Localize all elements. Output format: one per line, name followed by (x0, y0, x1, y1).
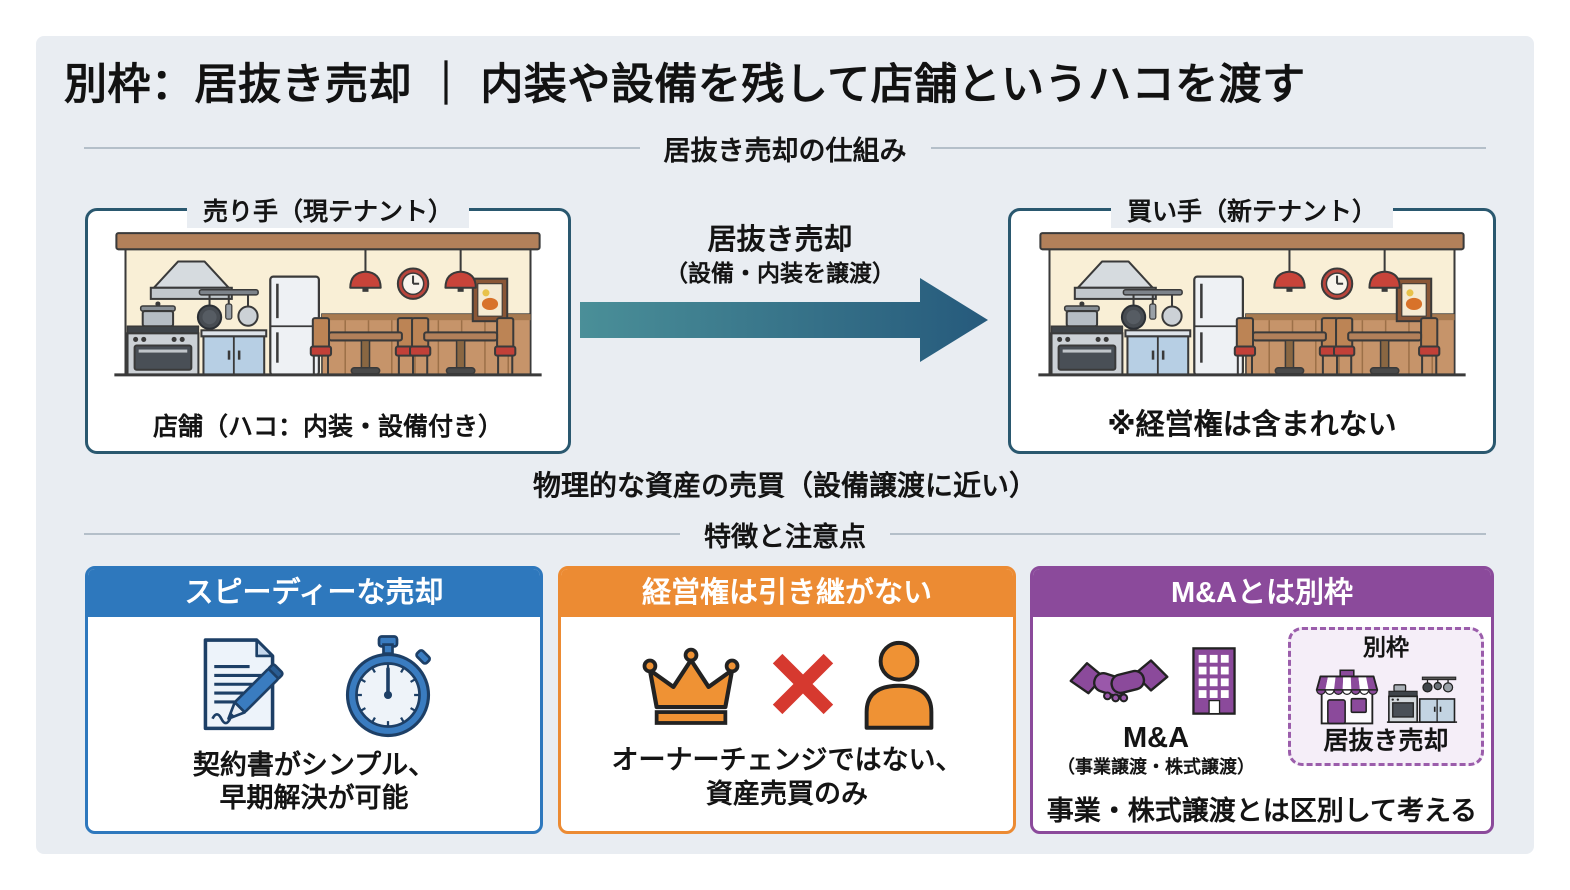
section-divider-features: 特徴と注意点 (84, 516, 1486, 552)
arrow-label: 居抜き売却 (707, 224, 853, 256)
inuki-dashed-box: 別枠 (1288, 627, 1484, 767)
buyer-box: 買い手（新テナント） ※経営権は含まれない (1008, 192, 1496, 454)
divider-line (930, 147, 1486, 149)
card-separate-from-ma: M&Aとは別枠 (1030, 566, 1494, 834)
ma-label: M&A (1122, 722, 1190, 754)
card-speedy-line2: 早期解決が可能 (219, 783, 409, 814)
card-noright-line1: オーナーチェンジではない、 (611, 745, 963, 775)
card-noright-header: 経営権は引き継がない (561, 569, 1013, 617)
card-notma-header: M&Aとは別枠 (1033, 569, 1491, 617)
buyer-box-title: 買い手（新テナント） (1110, 192, 1394, 228)
section-divider-mechanism: 居抜き売却の仕組み (84, 130, 1486, 166)
person-icon (864, 640, 934, 730)
card-speedy-body: 契約書がシンプル、 早期解決が可能 (88, 617, 540, 831)
card-notma-body: M&A （事業譲渡・株式譲渡） 別枠 (1033, 617, 1491, 831)
contract-document-icon (203, 638, 284, 730)
mechanism-footnote: 物理的な資産の売買（設備譲渡に近い） (532, 470, 1037, 501)
mechanism-heading: 居抜き売却の仕組み (663, 135, 907, 166)
card-speedy-line1: 契約書がシンプル、 (192, 749, 436, 780)
right-arrow-icon (580, 278, 988, 362)
crown-icon (642, 647, 740, 725)
panel-background: 別枠：居抜き売却 ｜ 内装や設備を残して店舗というハコを渡す 居抜き売却の仕組み… (36, 36, 1534, 854)
stopwatch-icon (345, 634, 431, 737)
features-heading: 特徴と注意点 (704, 521, 866, 552)
kitchen-equipment-icon (1386, 676, 1458, 723)
card-speedy-header: スピーディーな売却 (88, 569, 540, 617)
ma-group: M&A （事業譲渡・株式譲渡） (1040, 627, 1272, 779)
restaurant-interior-illustration (1034, 225, 1470, 387)
card-noright-text: オーナーチェンジではない、 資産売買のみ (612, 744, 963, 812)
handshake-icon (1069, 659, 1169, 703)
restaurant-interior-illustration (110, 225, 546, 387)
card-notma-footer: 事業・株式譲渡とは区別して考える (1046, 796, 1478, 827)
seller-box-caption: 店舗（ハコ：内装・設備付き） (152, 413, 503, 441)
card-no-management-rights: 経営権は引き継がない (558, 566, 1016, 834)
card-speedy-text: 契約書がシンプル、 早期解決が可能 (193, 749, 435, 817)
building-icon (1192, 647, 1236, 715)
divider-line (84, 533, 680, 535)
inuki-tag: 別枠 (1363, 634, 1409, 660)
divider-line (84, 147, 640, 149)
card-speedy-sale: スピーディーな売却 (85, 566, 543, 834)
seller-box-title: 売り手（現テナント） (186, 192, 470, 228)
card-noright-body: オーナーチェンジではない、 資産売買のみ (561, 617, 1013, 831)
divider-line (890, 533, 1486, 535)
ma-sublabel: （事業譲渡・株式譲渡） (1057, 757, 1255, 778)
buyer-box-caption: ※経営権は含まれない (1107, 409, 1397, 441)
seller-box: 売り手（現テナント） 店舗（ハコ：内装・設備付き） (85, 192, 571, 454)
storefront-icon (1315, 669, 1379, 724)
page-title: 別枠：居抜き売却 ｜ 内装や設備を残して店舗というハコを渡す (64, 61, 1306, 109)
inuki-label: 居抜き売却 (1323, 726, 1449, 755)
arrow-sublabel: （設備・内装を譲渡） (665, 260, 895, 286)
card-noright-line2: 資産売買のみ (706, 778, 868, 809)
cross-icon (772, 653, 834, 714)
